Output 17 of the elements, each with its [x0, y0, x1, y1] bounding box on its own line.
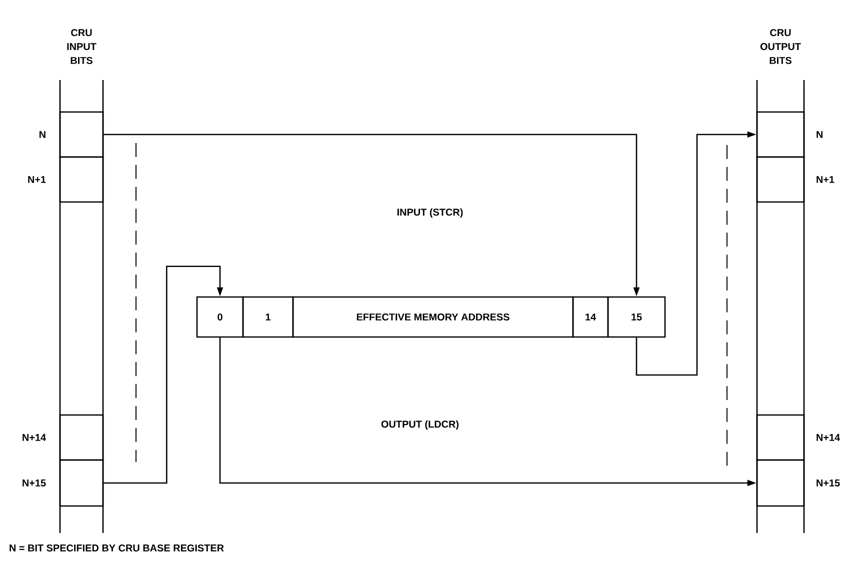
node-label: N — [816, 131, 822, 138]
register-cell: 14 — [572, 296, 609, 338]
operation-label: INPUT (STCR) — [397, 208, 463, 218]
register-cell: EFFECTIVE MEMORY ADDRESS — [292, 296, 574, 338]
register-cell: 15 — [607, 296, 666, 338]
arrow — [104, 266, 224, 484]
node-label: N+1 — [816, 176, 834, 183]
operation-label: OUTPUT (LDCR) — [381, 420, 459, 430]
node-label: N — [40, 131, 46, 138]
register-cell: 0 — [196, 296, 244, 338]
node-label: N+14 — [22, 434, 46, 441]
node-label: N+1 — [28, 176, 46, 183]
node-label: N+15 — [816, 480, 840, 486]
node-label: N+14 — [816, 434, 840, 441]
node-label: N+15 — [22, 480, 46, 486]
register-cell: 1 — [242, 296, 294, 338]
note: N = BIT SPECIFIED BY CRU BASE REGISTER — [10, 544, 224, 552]
